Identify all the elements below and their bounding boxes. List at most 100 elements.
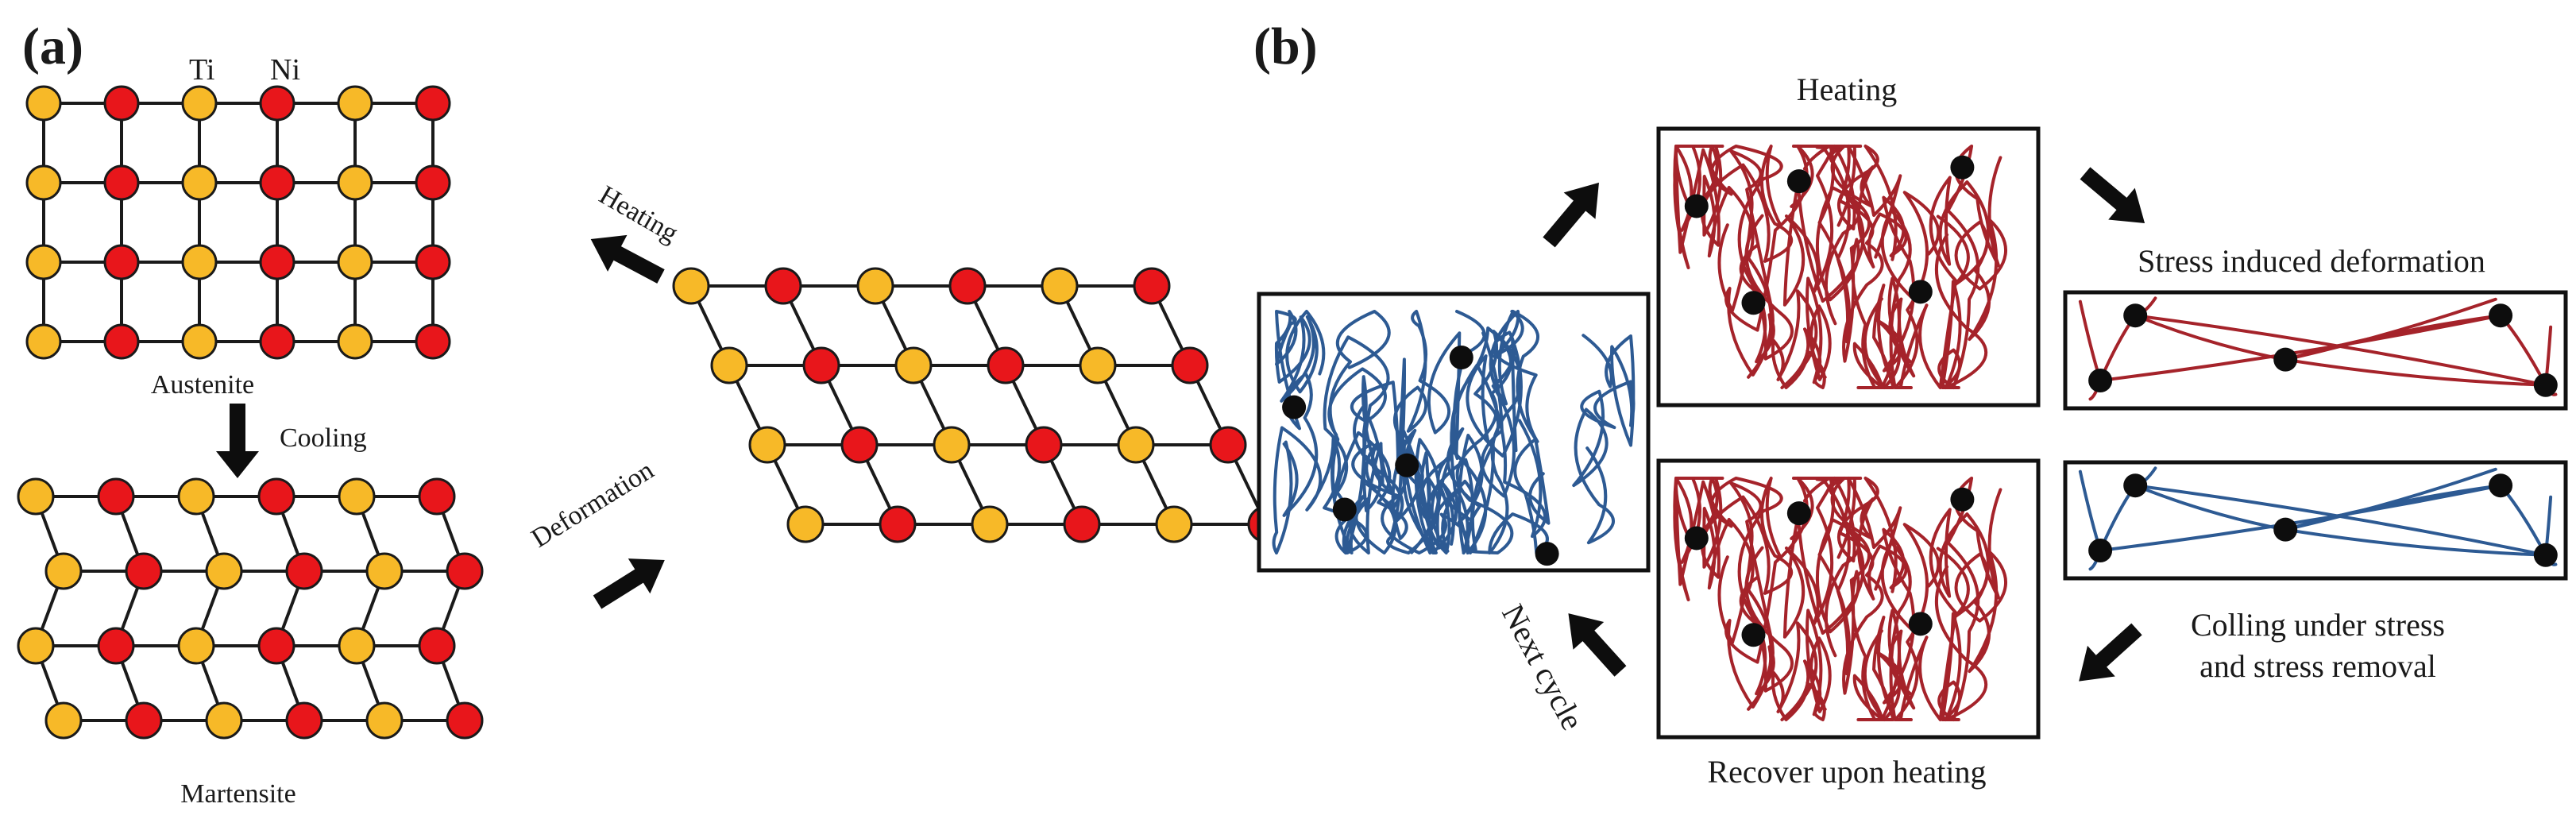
crosslink-node [2088,538,2113,562]
stress-arrow [2080,167,2145,223]
crosslink-node [1908,280,1933,304]
polymer-chain [1935,145,2002,389]
ni-atom [415,244,451,280]
stretched-chain [2284,357,2547,387]
ti-label: Ti [189,53,214,87]
cooling-stress-label-line1: Colling under stress [2191,607,2445,643]
polymer-chain [1450,310,1547,554]
ti-atom [1079,346,1117,384]
ti-atom [337,244,373,280]
polymer-chain [1935,477,2002,721]
ti-atom [933,426,971,464]
ni-atom [285,552,323,590]
cooling-arrow [216,404,259,478]
crosslink-node [1684,194,1709,218]
martensite-label: Martensite [180,779,295,809]
ni-atom [257,627,295,665]
ti-atom [365,701,404,740]
crosslink-node [1741,291,1766,315]
ni-atom [97,627,135,665]
ni-atom [259,323,295,360]
ni-atom [948,267,987,305]
crosslink-node [1950,155,1975,180]
ni-atom [259,85,295,122]
heated-polymer-network [1673,144,2008,389]
austenite-lattice [25,85,451,360]
ti-atom [205,701,243,740]
ni-atom [103,85,140,122]
polymer-chain [1327,357,1450,554]
polymer-chain [1717,481,1794,711]
crosslink-node [1786,501,1811,526]
polymer-chain [1782,477,1898,658]
panel-a: (a) Ti Ni Austenite Cooling Martensite H… [17,17,1285,809]
ni-atom [103,164,140,201]
ni-atom [1025,426,1063,464]
ti-atom [338,627,376,665]
crosslink-node [2533,543,2558,567]
ti-atom [856,267,894,305]
heating-arrow-a [590,234,665,284]
ti-atom [177,627,215,665]
stretched-chain [2099,484,2503,552]
heating-label-b: Heating [1797,71,1898,107]
stretched-chain [2284,467,2497,531]
ni-atom [418,627,456,665]
martensite-lattice [17,477,484,740]
ni-atom [257,477,295,516]
ti-atom [205,552,243,590]
ni-atom [259,244,295,280]
polymer-chain [1771,608,1832,721]
crosslink-node [1449,346,1473,370]
ti-atom [25,85,62,122]
ti-atom [971,505,1009,543]
ti-atom [672,267,710,305]
stretched-cold-network [2078,466,2558,571]
ti-atom [177,477,215,516]
ni-atom [415,164,451,201]
ni-atom [879,505,917,543]
polymer-chain [1480,310,1539,498]
crosslink-node [1282,395,1307,419]
next-cycle-arrow [1568,613,1627,677]
cooling-stress-label-line2: and stress removal [2199,648,2436,684]
polymer-chain [1791,476,1863,676]
crosslink-node [1395,453,1419,477]
crosslink-node [1535,542,1559,566]
crosslink-node [1950,487,1975,512]
ti-atom [17,477,55,516]
crosslink-node [1684,526,1709,551]
ni-atom [103,244,140,280]
ti-atom [44,701,83,740]
ni-atom [415,323,451,360]
crosslink-node [2123,303,2148,328]
deformation-arrow [593,558,665,609]
ti-atom [710,346,748,384]
ni-label: Ni [270,53,300,87]
ti-atom [786,505,825,543]
ti-atom [365,552,404,590]
ti-atom [1155,505,1193,543]
ni-atom [1171,346,1209,384]
polymer-chain [1674,476,1814,709]
ni-atom [285,701,323,740]
polymer-chain [1272,335,1390,554]
polymer-chain [1674,144,1814,377]
polymer-chain [1893,508,2008,721]
ti-atom [1041,267,1079,305]
ti-atom [337,323,373,360]
crosslink-node [1332,497,1357,522]
stretched-chain [2284,527,2547,557]
ti-atom [181,244,218,280]
ni-atom [125,701,163,740]
ni-atom [987,346,1025,384]
crosslink-node [2489,473,2513,498]
ni-atom [103,323,140,360]
polymer-chain [1893,176,2008,389]
recover-label: Recover upon heating [1708,754,1987,790]
ni-atom [764,267,802,305]
ni-atom [446,552,484,590]
panel-a-letter: (a) [22,17,83,75]
ni-atom [1133,267,1171,305]
ti-atom [17,627,55,665]
